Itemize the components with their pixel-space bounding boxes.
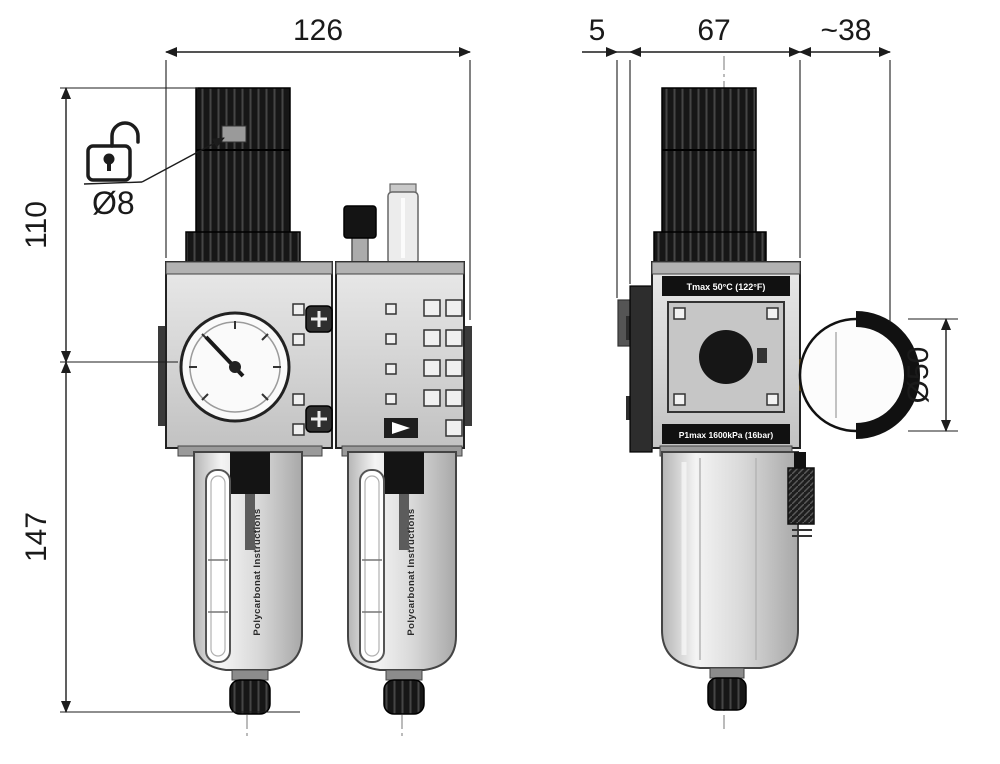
callout-dia8: Ø8 [83,121,225,221]
dim-38-label: ~38 [821,14,872,47]
tmax-band [662,276,790,296]
drain-knob [707,677,747,711]
plate-corner-holes [673,307,779,406]
inlet-port [699,330,753,384]
knob-lock-detail [221,125,247,143]
bowl-clip-tab [794,452,806,468]
side-view: Tmax 50°C (122°F) P1max 1600kPa (16bar) [617,87,920,711]
filter-element [230,452,270,494]
bowl-material-label: Polycarbonat Instructions [252,508,263,635]
bowl-material-label: Polycarbonat Instructions [406,508,417,635]
dim-126: 126 [165,14,471,320]
pmax-label: P1max 1600kPa (16bar) [679,430,774,440]
drain-knob [383,679,425,715]
dim-110: 110 [20,87,198,363]
body-side: Tmax 50°C (122°F) P1max 1600kPa (16bar) [651,261,801,457]
port-squares-left [292,303,305,436]
filter-bowl: Polycarbonat Instructions [193,451,303,715]
sight-glass [205,469,231,663]
sight-glass [359,469,385,663]
dimensions: 126 110 147 5 67 [20,14,958,713]
dim-147-label: 147 [20,512,53,562]
dim-dia50-label: Ø50 [902,347,935,404]
dim-dia50: Ø50 [902,318,958,432]
flow-arrow-icon [392,422,410,434]
dim-38: ~38 [799,14,891,322]
open-padlock-icon [86,121,140,182]
dim-5-label: 5 [589,14,606,47]
bowl-side [661,451,815,711]
pressure-gauge-front [179,311,291,423]
lubricator-body [335,183,472,457]
knob-lock-ring [185,231,301,263]
dim-dia8-label: Ø8 [92,185,135,221]
tmax-label: Tmax 50°C (122°F) [687,282,766,292]
latch-detail [757,348,767,363]
gauge-bezel-edge [855,311,920,439]
dim-110-label: 110 [20,201,53,249]
front-view: Polycarbonat Instructions Polycarbonat I… [158,87,472,715]
gauge-ticks [189,321,281,401]
dim-5: 5 [582,14,630,298]
pressure-gauge-side [798,311,920,439]
rear-mounting-bracket [617,285,653,453]
port-squares-lubricator [385,299,463,437]
regulator-knob-front [185,87,301,263]
bowl-clip [787,467,815,525]
lubricator-bowl: Polycarbonat Instructions [347,451,457,715]
dim-126-label: 126 [293,14,343,47]
joint-screws [305,305,333,433]
dim-67-label: 67 [697,14,730,47]
oil-adjust-cap [343,205,377,239]
pmax-band [662,424,790,444]
dim-147: 147 [20,361,300,713]
drain-knob [229,679,271,715]
regulator-knob-side [653,87,767,263]
dim-67: 67 [629,14,801,284]
gauge-hub [229,361,241,373]
